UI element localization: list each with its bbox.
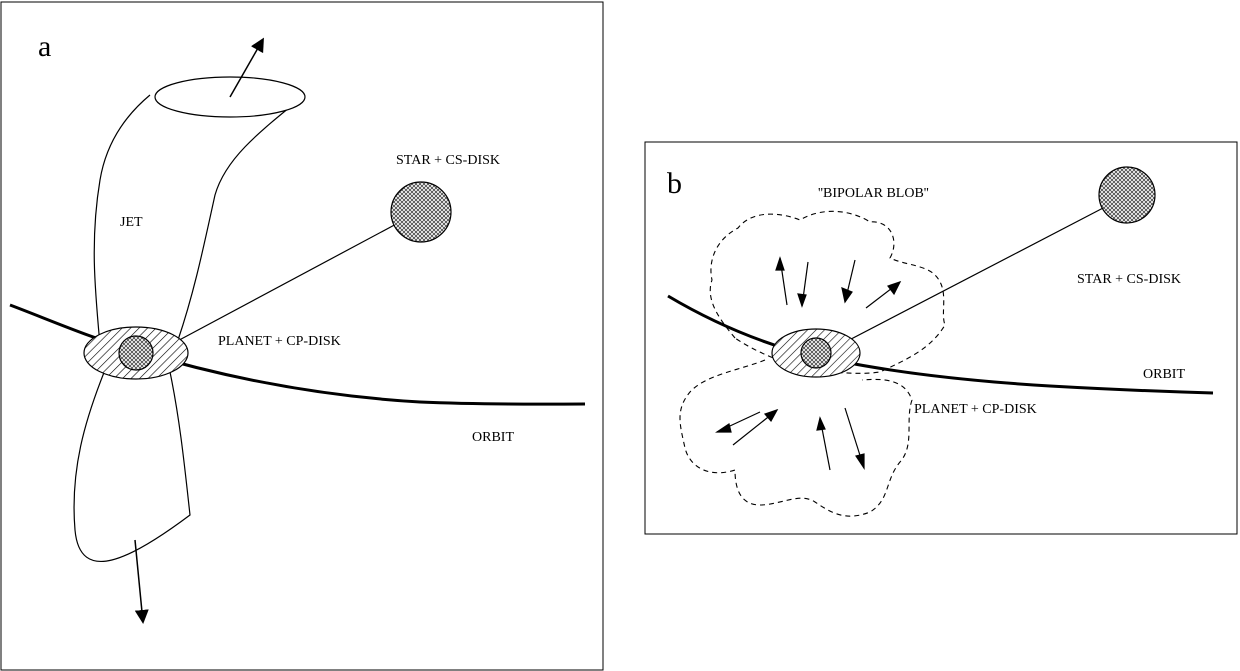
panel-a-letter: a bbox=[38, 30, 51, 63]
bipolar-blob-upper bbox=[709, 210, 946, 374]
blob-arrow-4-head bbox=[887, 280, 902, 296]
blob-arrow-6-head bbox=[763, 408, 779, 423]
panel-a: a JET STAR + CS-DISK PLANET + CP-DISK OR… bbox=[0, 1, 604, 671]
star-connector-b bbox=[829, 206, 1106, 351]
star-label-a: STAR + CS-DISK bbox=[396, 153, 500, 168]
planet-label-a: PLANET + CP-DISK bbox=[218, 334, 341, 349]
orbit-line-a bbox=[9, 303, 586, 406]
blob-arrows bbox=[715, 256, 902, 471]
blob-arrow-3-head bbox=[841, 287, 853, 304]
blob-arrow-1-head bbox=[775, 256, 785, 271]
panel-b: b bbox=[644, 141, 1238, 535]
jet-upper-outline bbox=[93, 94, 306, 346]
star-a bbox=[390, 181, 452, 243]
blob-arrow-5-head bbox=[715, 423, 732, 433]
blob-arrow-8-head bbox=[855, 453, 865, 470]
star-b bbox=[1098, 166, 1156, 224]
planet-label-b: PLANET + CP-DISK bbox=[914, 402, 1037, 417]
orbit-line-b bbox=[667, 294, 1214, 395]
panel-a-frame bbox=[0, 1, 604, 671]
orbit-label-a: ORBIT bbox=[472, 430, 514, 445]
jet-label: JET bbox=[120, 215, 143, 230]
jet-lower-outline bbox=[73, 369, 191, 562]
bipolar-blob-lower bbox=[679, 359, 913, 517]
panel-b-letter: b bbox=[667, 167, 682, 200]
blob-label: ''BIPOLAR BLOB'' bbox=[818, 186, 929, 201]
planet-a bbox=[118, 335, 154, 371]
star-label-b: STAR + CS-DISK bbox=[1077, 272, 1181, 287]
blob-arrow-7-head bbox=[816, 416, 826, 431]
star-connector-a bbox=[169, 221, 401, 346]
jet-down-arrow bbox=[134, 539, 149, 624]
jet-up-arrow bbox=[229, 37, 264, 98]
planet-b bbox=[800, 337, 832, 369]
panel-b-frame bbox=[644, 141, 1238, 535]
orbit-label-b: ORBIT bbox=[1143, 367, 1185, 382]
blob-arrow-2-head bbox=[797, 293, 807, 308]
